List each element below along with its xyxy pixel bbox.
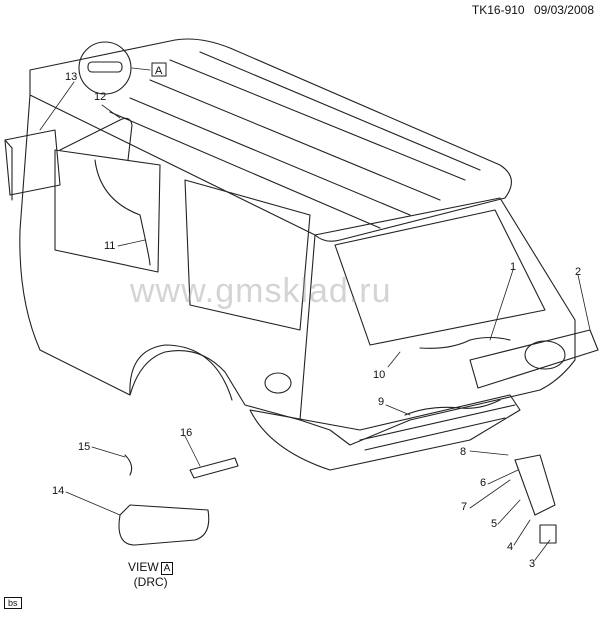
- bumper-step: [364, 417, 506, 451]
- video-module: [4, 129, 61, 196]
- callout-7: 7: [461, 501, 467, 513]
- overhead-harness: [59, 117, 133, 161]
- bumper-harness: [404, 399, 501, 416]
- callout-16: 16: [180, 427, 192, 439]
- callout-5: 5: [491, 518, 497, 530]
- callout-2: 2: [575, 266, 581, 278]
- side-window: [184, 179, 311, 331]
- callout-6: 6: [480, 477, 486, 489]
- mirror-cover: [189, 457, 239, 479]
- bumper-step: [359, 404, 516, 441]
- watermark: www.gmsklad.ru: [130, 272, 392, 310]
- inset-letter: A: [155, 65, 163, 77]
- callout-4: 4: [507, 541, 513, 553]
- callout-10: 10: [373, 369, 385, 381]
- diagram-ref: TK16-910: [471, 3, 525, 17]
- inset-circle: [78, 41, 132, 95]
- callout-3: 3: [529, 558, 535, 570]
- liftgate-harness: [419, 336, 511, 349]
- callout-11: 11: [104, 240, 115, 252]
- wheel-arch: [129, 344, 233, 401]
- rearview-mirror: [118, 504, 210, 546]
- mirror-wire: [124, 454, 133, 476]
- interior-harness: [94, 159, 151, 266]
- callout-15: 15: [78, 441, 90, 453]
- fuel-door: [264, 372, 292, 394]
- roof-rail: [169, 59, 466, 181]
- roof-outline: [29, 38, 512, 242]
- rear-window: [334, 209, 546, 346]
- diagram-date: 09/03/2008: [533, 3, 594, 17]
- view-word: VIEW: [128, 560, 159, 574]
- roof-rail: [109, 111, 381, 229]
- side-window: [54, 149, 161, 273]
- handle-bezel: [524, 340, 566, 370]
- license-trim: [469, 329, 599, 389]
- camera-connector: [539, 524, 557, 544]
- inset-mirror: [87, 61, 123, 73]
- inset-view-box: [151, 62, 167, 77]
- callout-12: 12: [94, 91, 106, 103]
- callout-1: 1: [510, 261, 516, 273]
- callout-8: 8: [460, 446, 466, 458]
- roof-rail: [129, 97, 411, 216]
- view-letter: A: [160, 562, 174, 575]
- callout-13: 13: [65, 71, 77, 83]
- callout-14: 14: [52, 485, 64, 497]
- roof-rail: [199, 51, 481, 171]
- body-side: [19, 94, 316, 421]
- view-code: (DRC): [133, 575, 168, 589]
- roof-rail: [149, 79, 441, 201]
- callout-9: 9: [378, 396, 384, 408]
- footer-code: bs: [4, 597, 22, 609]
- rear-bumper: [249, 394, 521, 471]
- diagram-header: TK16-910 09/03/2008: [466, 3, 594, 17]
- module-face: [4, 139, 13, 201]
- rear-body: [299, 197, 576, 446]
- camera-assembly: [514, 454, 556, 516]
